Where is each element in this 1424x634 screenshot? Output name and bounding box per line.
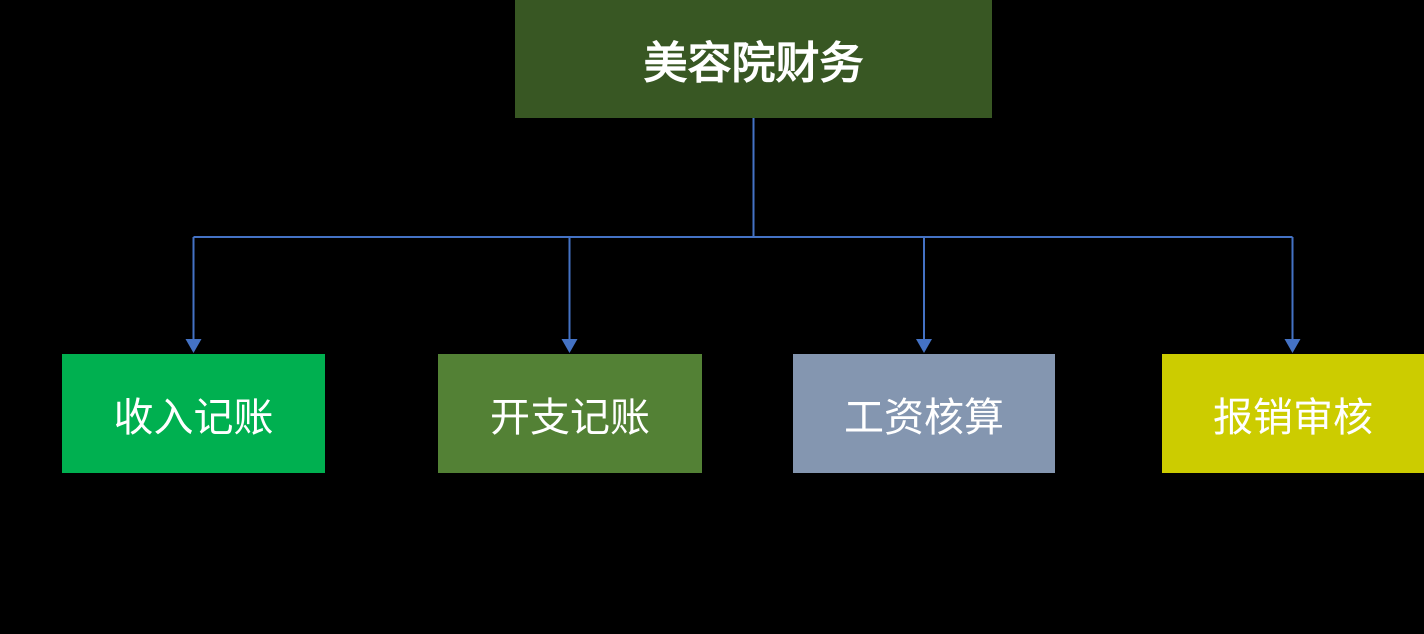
arrowhead-down-icon	[561, 339, 578, 353]
arrowhead-down-icon	[916, 339, 932, 353]
node-income-bookkeeping: 收入记账	[62, 354, 325, 473]
node-reimbursement-review: 报销审核	[1162, 354, 1424, 473]
node-root-label: 美容院财务	[643, 38, 864, 89]
node-expense-bookkeeping: 开支记账	[438, 354, 702, 473]
node-payroll-accounting: 工资核算	[793, 354, 1055, 473]
arrowhead-down-icon	[185, 339, 202, 353]
node-label: 工资核算	[844, 394, 1004, 441]
node-label: 报销审核	[1213, 394, 1373, 441]
node-root: 美容院财务	[515, 0, 992, 118]
node-label: 收入记账	[113, 394, 274, 441]
arrowhead-down-icon	[1284, 339, 1301, 353]
node-label: 开支记账	[490, 394, 650, 441]
